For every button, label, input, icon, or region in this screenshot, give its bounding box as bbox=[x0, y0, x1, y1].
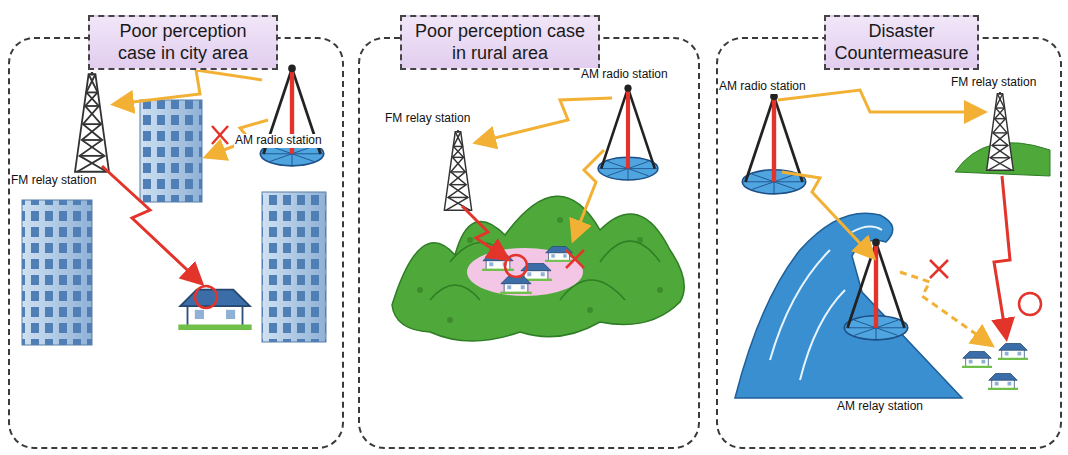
scene-panel: Poor perception case in city area bbox=[8, 37, 344, 449]
station-label: AM relay station bbox=[836, 400, 924, 414]
station-label: AM radio station bbox=[580, 68, 669, 82]
scene-panel: Poor perception case in rural area bbox=[358, 37, 700, 449]
panel-heading: Poor perception case in city area bbox=[118, 21, 248, 63]
station-label: FM relay station bbox=[384, 112, 471, 126]
station-label: AM radio station bbox=[718, 80, 807, 94]
station-label: AM radio station bbox=[234, 134, 323, 148]
panel-heading-box: Poor perception case in rural area bbox=[400, 15, 600, 70]
panel-heading: Disaster Countermeasure bbox=[834, 21, 968, 63]
scene-panel: Disaster Countermeasure bbox=[716, 37, 1062, 449]
panel-heading-box: Poor perception case in city area bbox=[88, 15, 278, 70]
station-label: FM relay station bbox=[10, 174, 97, 188]
station-label: FM relay station bbox=[950, 76, 1037, 90]
panel-heading-box: Disaster Countermeasure bbox=[824, 15, 979, 70]
panel-heading: Poor perception case in rural area bbox=[415, 21, 585, 63]
city-scene bbox=[22, 65, 326, 345]
disaster-scene bbox=[735, 90, 1050, 398]
